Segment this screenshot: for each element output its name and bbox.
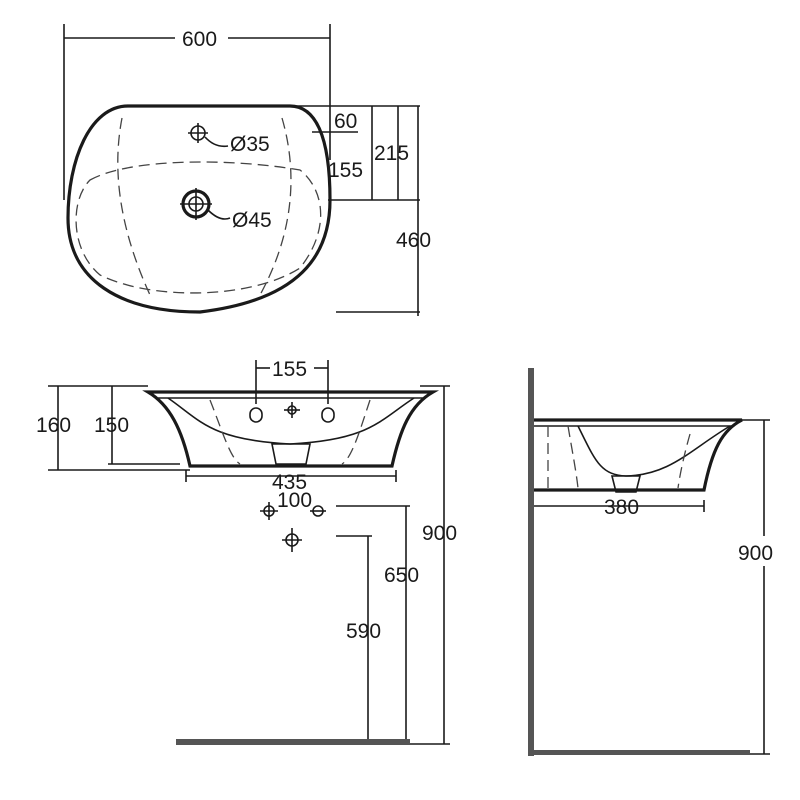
dim-900-front-label: 900 xyxy=(422,522,457,545)
dim-600-label: 600 xyxy=(182,28,217,51)
bowl-front-dashed xyxy=(209,399,371,465)
bowl-inner-dashed xyxy=(75,161,322,294)
wall xyxy=(528,368,534,756)
floor-line xyxy=(176,739,410,745)
waste-front xyxy=(271,443,311,465)
dim-155-plan-label: 155 xyxy=(328,159,363,182)
dim-650-label: 650 xyxy=(384,564,419,587)
basin-side-outline xyxy=(534,418,743,492)
dim-155-front-lines xyxy=(255,360,329,404)
drain-point xyxy=(282,528,302,552)
dim-435-lines xyxy=(185,470,397,482)
dim-460-label: 460 xyxy=(396,229,431,252)
basin-front-outline xyxy=(142,390,440,468)
waste-hole-label: Ø45 xyxy=(232,209,272,232)
dim-460-lines xyxy=(336,106,420,316)
dim-vertical-front-lines xyxy=(367,385,450,745)
dim-215-label: 215 xyxy=(374,142,409,165)
front-center-hole xyxy=(284,402,300,418)
supply-hole-left xyxy=(260,502,278,520)
basin-outline xyxy=(66,104,332,314)
waste-side xyxy=(610,475,642,493)
waste-hole-symbol xyxy=(180,188,231,220)
bowl-side-dashed xyxy=(547,425,691,489)
dim-380-lines xyxy=(534,500,705,512)
bowl-side-inner xyxy=(577,425,731,477)
dim-150-label: 150 xyxy=(94,414,129,437)
dim-160-150-lines xyxy=(48,385,190,471)
dim-600-lines xyxy=(63,24,331,200)
dim-155-front-label: 155 xyxy=(272,358,307,381)
side-floor xyxy=(528,750,750,755)
front-view: 155 160 150 435 100 xyxy=(36,358,457,745)
dim-900-side-lines xyxy=(740,419,770,755)
overflow-dashed-2 xyxy=(259,117,292,296)
side-view: 380 900 xyxy=(528,368,773,756)
bowl-front-inner xyxy=(167,397,415,445)
tap-hole-label: Ø35 xyxy=(230,133,270,156)
tap-hole-symbol xyxy=(188,123,229,148)
dim-100-label: 100 xyxy=(277,489,312,512)
dim-435-label: 435 xyxy=(272,471,307,494)
dim-60-label: 60 xyxy=(334,110,357,133)
front-hole-left xyxy=(249,407,263,423)
plan-view: Ø35 Ø45 600 60 155 215 xyxy=(63,24,431,316)
dim-380-label: 380 xyxy=(604,496,639,519)
dim-590-label: 590 xyxy=(346,620,381,643)
dim-160-label: 160 xyxy=(36,414,71,437)
front-hole-right xyxy=(321,407,335,423)
dim-215-lines xyxy=(290,105,420,201)
supply-hole-right xyxy=(310,505,326,517)
overflow-dashed xyxy=(117,117,151,296)
dim-900-side-label: 900 xyxy=(738,542,773,565)
